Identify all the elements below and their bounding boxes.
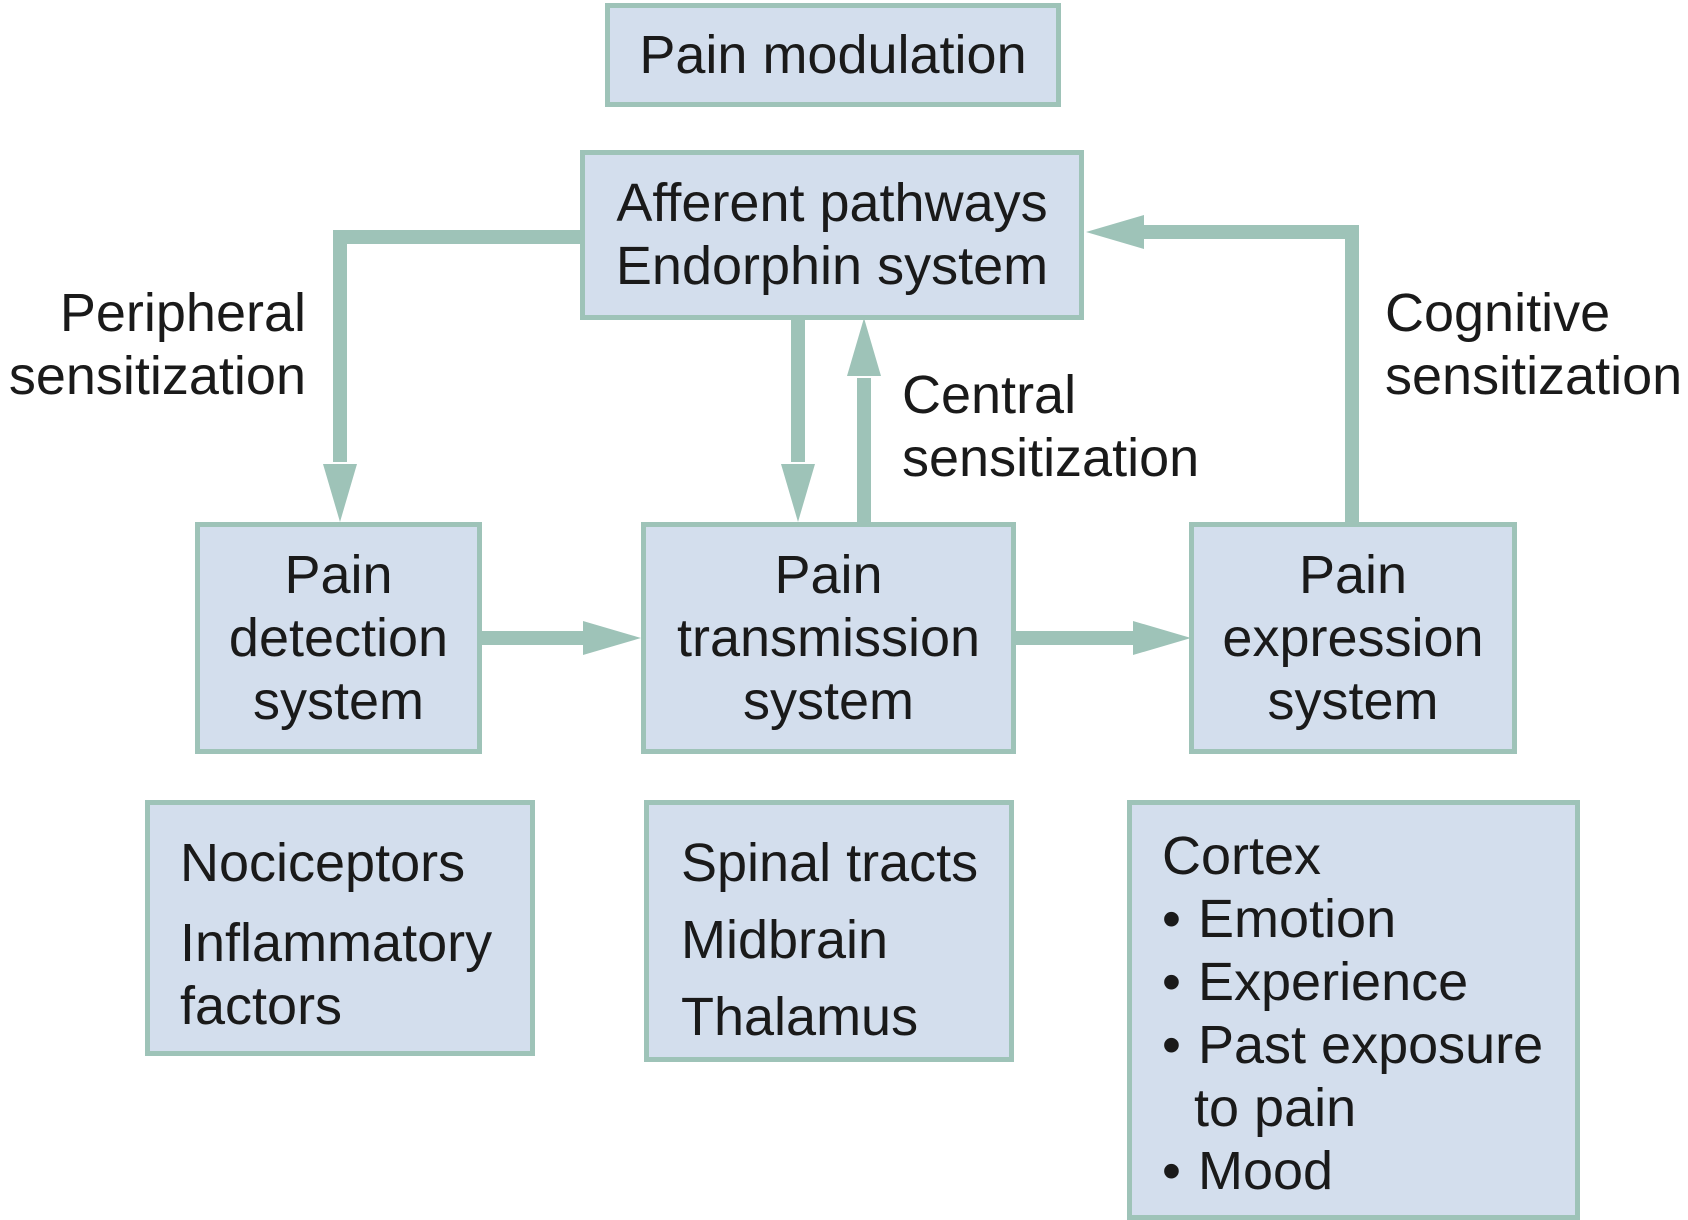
detail-spinal-tracts: Spinal tracts bbox=[681, 833, 979, 893]
detail-cortex: Cortex bbox=[1162, 826, 1322, 886]
detail-bullet-mood: • Mood bbox=[1162, 1140, 1543, 1203]
expression-details-box: Cortex • Emotion • Experience • Past exp… bbox=[1127, 800, 1580, 1220]
bullet-text: Experience bbox=[1198, 952, 1469, 1012]
bullet-icon: • bbox=[1162, 952, 1181, 1012]
detail-nociceptors: Nociceptors bbox=[180, 833, 466, 893]
peripheral-sensitization-label: Peripheral sensitization bbox=[9, 282, 306, 408]
bullet-icon: • bbox=[1162, 1141, 1181, 1201]
bullet-text: Emotion bbox=[1198, 889, 1397, 949]
pain-detection-system-box: Pain detection system bbox=[195, 522, 482, 754]
bullet-icon: • bbox=[1162, 1015, 1181, 1075]
transmission-details-box: Spinal tracts Midbrain Thalamus bbox=[644, 800, 1014, 1062]
hub-box: Afferent pathways Endorphin system bbox=[580, 150, 1084, 320]
cognitive-connector-line bbox=[1142, 225, 1359, 522]
pain-expression-system-box: Pain expression system bbox=[1189, 522, 1517, 754]
central-sensitization-label: Central sensitization bbox=[902, 364, 1199, 490]
pain-modulation-box: Pain modulation bbox=[605, 3, 1061, 107]
transmission-to-expression-arrowhead bbox=[1133, 621, 1191, 655]
detection-line-1: Pain bbox=[284, 544, 393, 605]
bullet-icon: • bbox=[1162, 889, 1181, 949]
hub-line-afferent: Afferent pathways bbox=[616, 173, 1048, 233]
transmission-line-1: Pain bbox=[774, 544, 883, 605]
detection-to-transmission-arrowhead bbox=[583, 621, 641, 655]
expression-line-1: Pain bbox=[1298, 544, 1408, 605]
detail-bullet-emotion: • Emotion bbox=[1162, 888, 1543, 951]
pain-transmission-system-box: Pain transmission system bbox=[641, 522, 1016, 754]
peripheral-label-line-1: Peripheral bbox=[59, 283, 306, 343]
cognitive-label-line-1: Cognitive bbox=[1385, 283, 1611, 343]
expression-line-3: system bbox=[1267, 670, 1439, 731]
detail-inflammatory: Inflammatory bbox=[180, 913, 493, 973]
transmission-line-2: transmission bbox=[676, 607, 981, 668]
peripheral-arrowhead bbox=[323, 464, 357, 522]
hub-to-transmission-arrowhead bbox=[781, 464, 815, 522]
detail-thalamus: Thalamus bbox=[681, 987, 919, 1047]
bullet-text: Past exposure bbox=[1198, 1015, 1544, 1075]
cognitive-label-line-2: sensitization bbox=[1385, 346, 1683, 406]
central-arrowhead bbox=[847, 318, 881, 376]
detail-bullet-past-exposure-continued: to pain bbox=[1162, 1077, 1543, 1140]
expression-line-2: expression bbox=[1222, 607, 1484, 668]
detail-factors: factors bbox=[180, 976, 343, 1036]
detail-midbrain: Midbrain bbox=[681, 910, 889, 970]
detection-line-2: detection bbox=[228, 607, 449, 668]
bullet-text: Mood bbox=[1198, 1141, 1334, 1201]
cognitive-arrowhead bbox=[1086, 215, 1144, 249]
detection-details-box: Nociceptors Inflammatory factors bbox=[145, 800, 535, 1056]
central-label-line-1: Central bbox=[902, 365, 1077, 425]
detail-bullet-experience: • Experience bbox=[1162, 951, 1543, 1014]
bullet-text: to pain bbox=[1194, 1078, 1357, 1138]
peripheral-connector-line bbox=[333, 230, 583, 462]
detection-line-3: system bbox=[252, 670, 425, 731]
transmission-line-3: system bbox=[742, 670, 915, 731]
pain-modulation-title: Pain modulation bbox=[639, 24, 1027, 85]
hub-line-endorphin: Endorphin system bbox=[615, 236, 1049, 296]
cognitive-sensitization-label: Cognitive sensitization bbox=[1385, 282, 1682, 408]
detail-bullet-past-exposure: • Past exposure bbox=[1162, 1014, 1543, 1077]
central-label-line-2: sensitization bbox=[902, 428, 1200, 488]
peripheral-label-line-2: sensitization bbox=[8, 346, 306, 406]
